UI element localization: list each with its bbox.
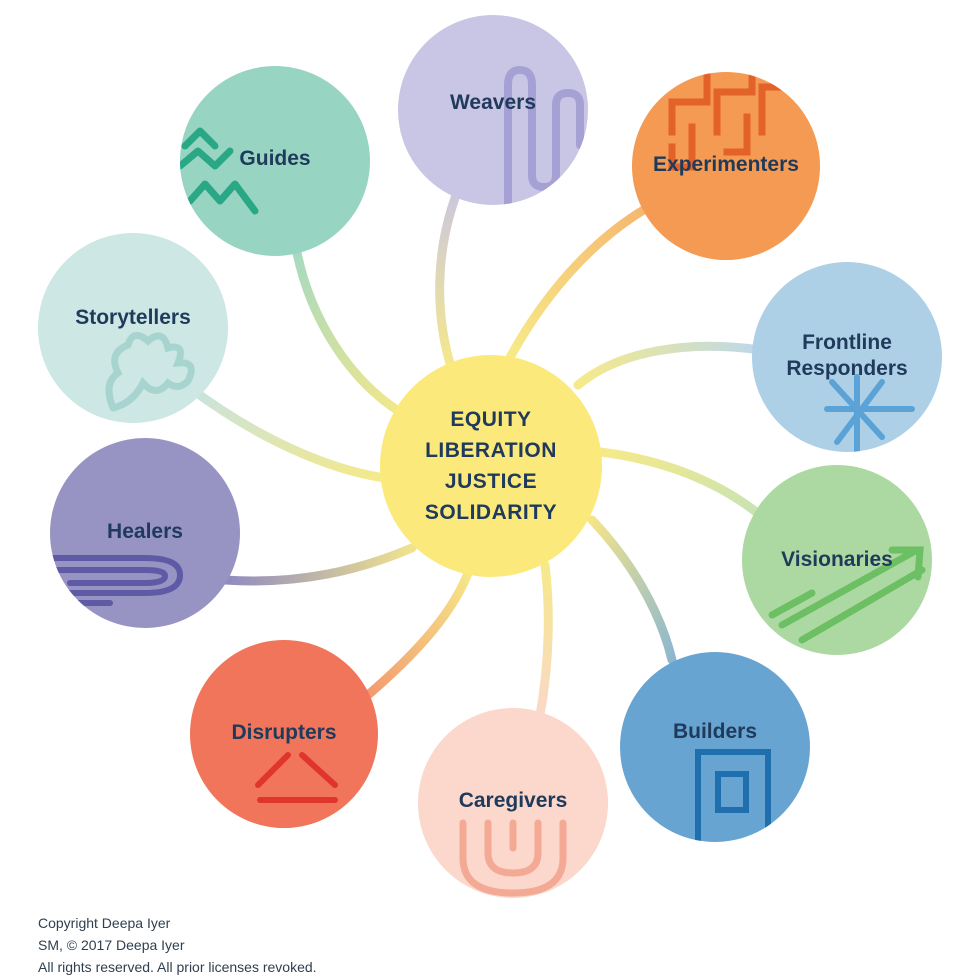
role-builders: Builders (620, 652, 810, 842)
connector-guides (291, 243, 405, 417)
hub-line-liberation: LIBERATION (425, 439, 557, 462)
arch-motif-icon (459, 819, 567, 897)
connector-disrupters (363, 563, 475, 700)
copyright-line: Copyright Deepa Iyer (38, 915, 171, 931)
connector-experimenters (501, 200, 657, 370)
role-label-builders: Builders (672, 720, 758, 743)
role-label-caregivers: Caregivers (458, 789, 568, 812)
loop-lines-motif-icon (50, 555, 184, 606)
hub-line-equity: EQUITY (450, 408, 532, 431)
role-healers: Healers (50, 438, 240, 628)
square-spiral-motif-icon (668, 73, 786, 171)
role-storytellers: Storytellers (38, 233, 228, 423)
role-label-storytellers: Storytellers (75, 306, 191, 329)
role-experimenters: Experimenters (632, 72, 820, 260)
asterisk-motif-icon (824, 374, 915, 452)
arrow-motif-icon (768, 546, 926, 644)
zigzag-motif-icon (180, 127, 259, 215)
connector-frontline-responders (573, 341, 765, 390)
role-visionaries: Visionaries (742, 465, 932, 655)
role-caregivers: Caregivers (418, 708, 608, 898)
connector-caregivers (535, 560, 553, 720)
connector-visionaries (595, 447, 765, 520)
squiggle-motif-icon (105, 331, 195, 412)
role-label-guides: Guides (239, 147, 311, 170)
role-label-weavers: Weavers (449, 91, 536, 114)
copyright-notice: Copyright Deepa Iyer SM, © 2017 Deepa Iy… (38, 912, 317, 978)
triangle-motif-icon (255, 752, 338, 803)
hub-line-solidarity: SOLIDARITY (424, 501, 558, 524)
connector-builders (587, 515, 677, 665)
role-label-healers: Healers (107, 520, 183, 543)
role-label-experimenters: Experimenters (653, 153, 799, 176)
copyright-line: All rights reserved. All prior licenses … (38, 959, 317, 975)
connector-storytellers (185, 383, 390, 483)
central-hub: EQUITY LIBERATION JUSTICE SOLIDARITY (380, 355, 602, 577)
role-weavers: Weavers (398, 15, 588, 205)
connector-healers (220, 543, 417, 586)
loop-motif-icon (504, 65, 584, 205)
hub-line-justice: JUSTICE (444, 470, 538, 493)
nested-squares-motif-icon (695, 749, 771, 842)
role-label-frontline-responders: Frontline Responders (786, 331, 908, 380)
role-guides: Guides (180, 66, 370, 256)
hub-values: EQUITY LIBERATION JUSTICE SOLIDARITY (425, 404, 557, 528)
role-label-disrupters: Disrupters (231, 721, 337, 744)
role-label-visionaries: Visionaries (781, 548, 893, 571)
role-disrupters: Disrupters (190, 640, 378, 828)
copyright-line: SM, © 2017 Deepa Iyer (38, 937, 185, 953)
role-frontline-responders: Frontline Responders (752, 262, 942, 452)
connector-weavers (435, 175, 467, 375)
